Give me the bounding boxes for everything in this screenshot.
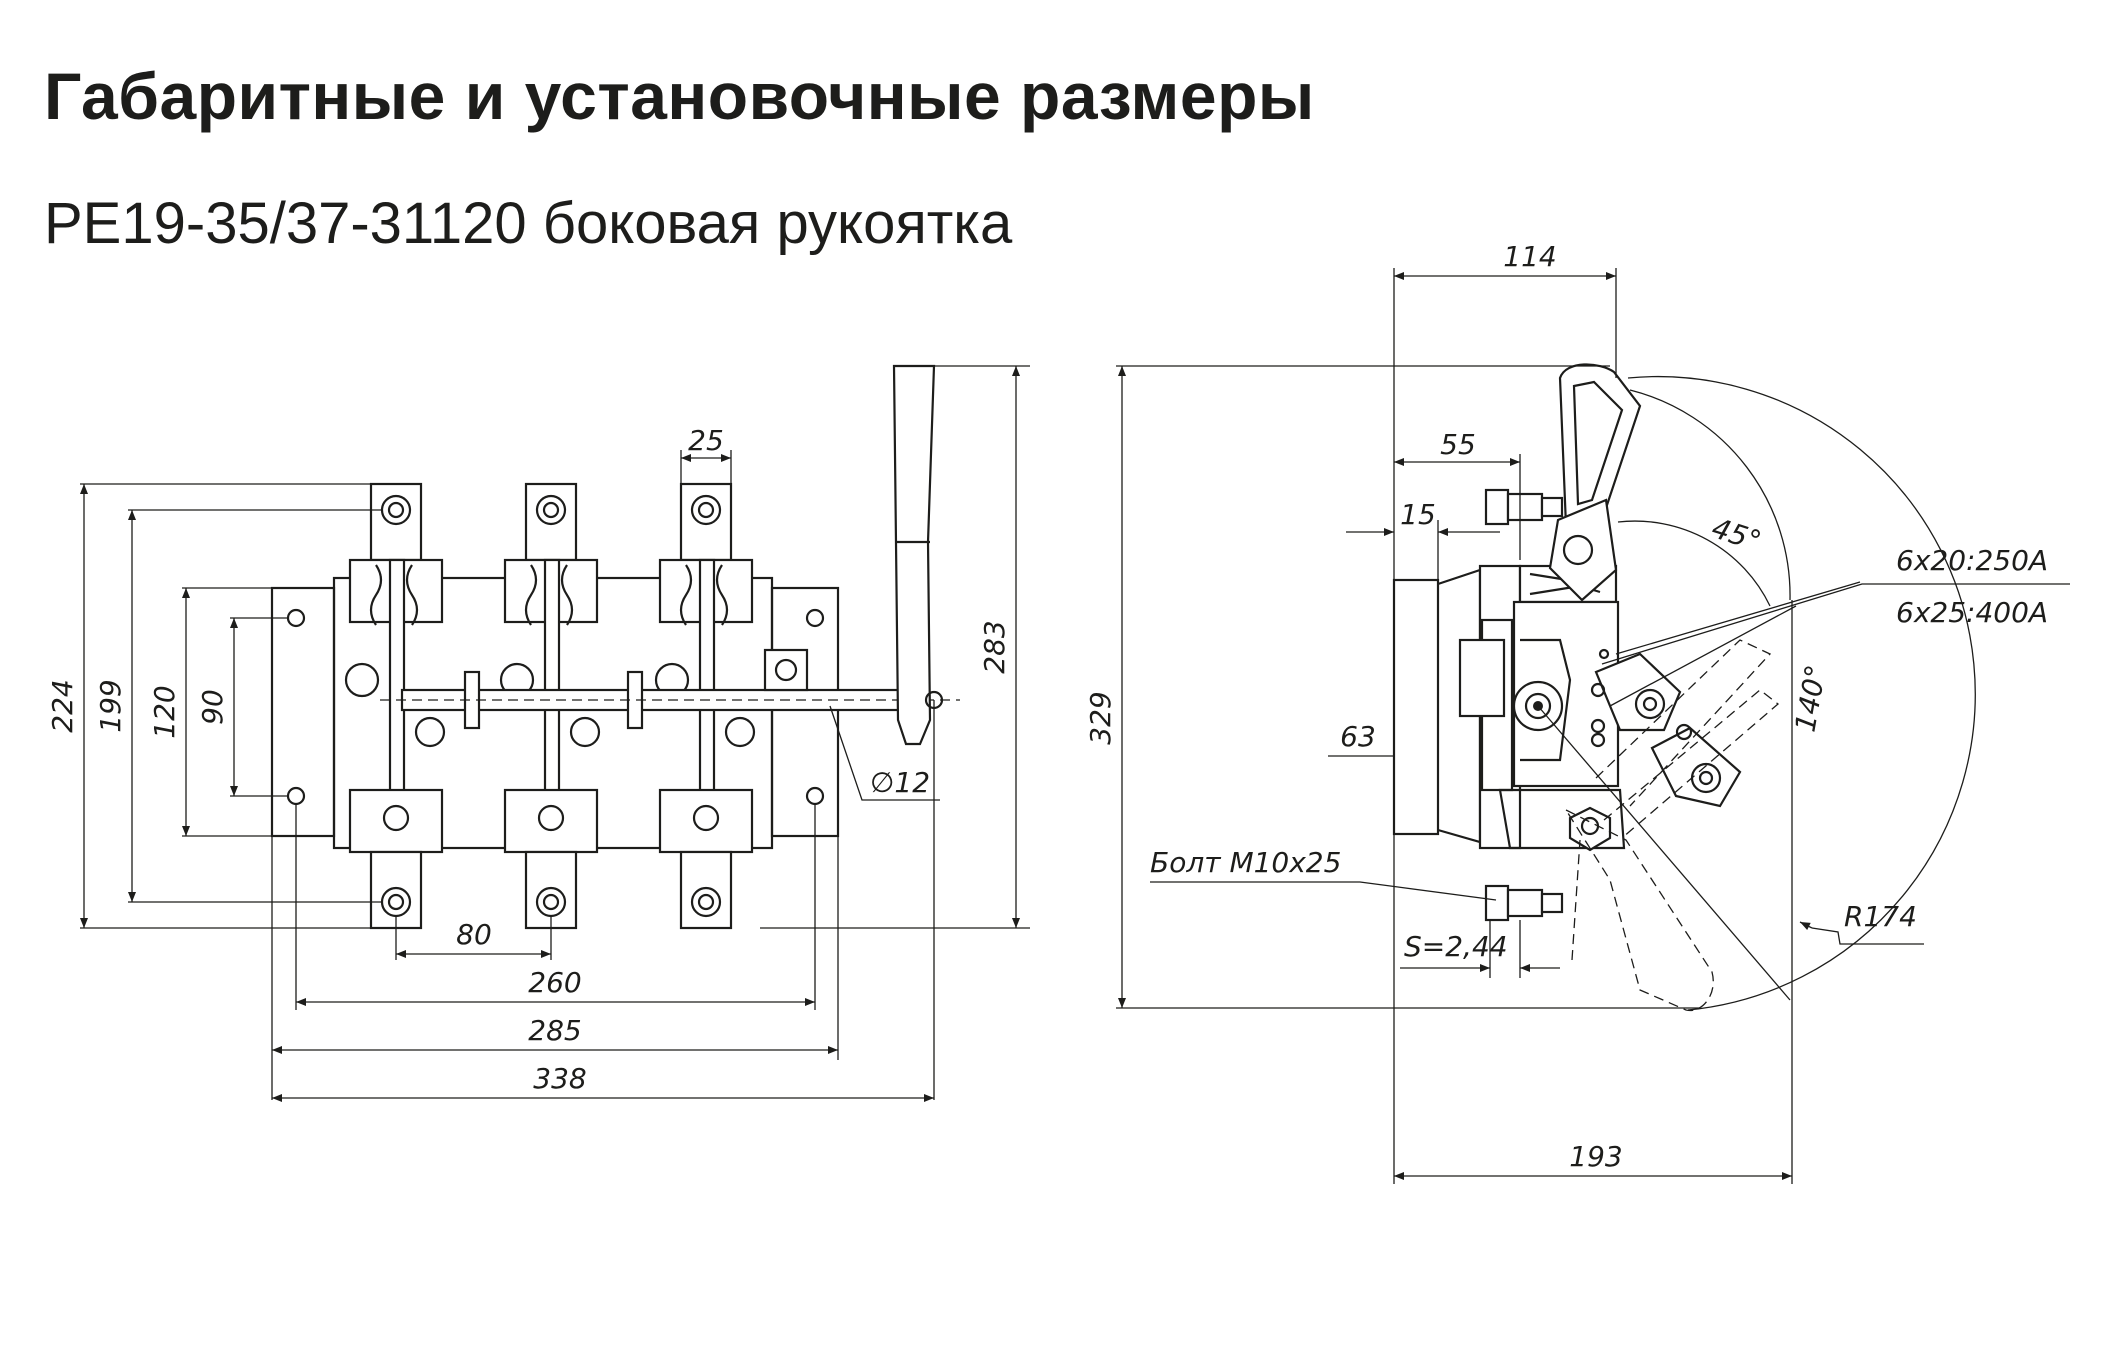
- pole-1: [344, 482, 446, 930]
- side-base-plate: [1392, 578, 1440, 836]
- dim-80: 80: [456, 918, 492, 951]
- angle-140: 140°: [1789, 662, 1833, 734]
- page-title: Габаритные и установочные размеры: [44, 59, 1315, 133]
- bolt-label: Болт М10х25: [1150, 846, 1341, 879]
- dim-338: 338: [533, 1062, 586, 1095]
- dim-114: 114: [1503, 240, 1556, 273]
- dim-199: 199: [94, 679, 127, 732]
- dim-25: 25: [688, 424, 724, 457]
- dim-120: 120: [148, 685, 181, 738]
- right-mounting-plate: [770, 586, 840, 838]
- dim-15: 15: [1400, 498, 1436, 531]
- dim-283: 283: [978, 620, 1011, 673]
- bus-400a: 6х25:400А: [1896, 596, 2048, 629]
- dim-90: 90: [196, 689, 229, 725]
- dim-224: 224: [46, 679, 79, 732]
- page-subtitle: РЕ19-35/37-31120 боковая рукоятка: [44, 191, 1013, 256]
- angle-45: 45°: [1708, 511, 1765, 558]
- dim-r174: R174: [1844, 900, 1917, 933]
- handle-off-dashed: [1564, 808, 1714, 1012]
- bus-250a: 6х20:250А: [1896, 544, 2048, 577]
- dim-285: 285: [528, 1014, 581, 1047]
- dim-shaft-diameter: ∅12: [870, 766, 930, 799]
- dim-329: 329: [1084, 691, 1117, 744]
- front-view: 25 224 199 120 90 283 ∅12 80 260 285 338: [46, 364, 1030, 1102]
- arc-r174: [1627, 375, 1977, 1011]
- dim-63: 63: [1340, 720, 1376, 753]
- dim-193: 193: [1569, 1140, 1622, 1173]
- dim-55: 55: [1440, 428, 1476, 461]
- dim-s244: S=2,44: [1404, 930, 1508, 963]
- handle-front: [892, 364, 936, 746]
- dim-260: 260: [528, 966, 581, 999]
- side-view: 114 55 15 329 63 Болт М10х25 S=2,44 193 …: [1084, 240, 2070, 1184]
